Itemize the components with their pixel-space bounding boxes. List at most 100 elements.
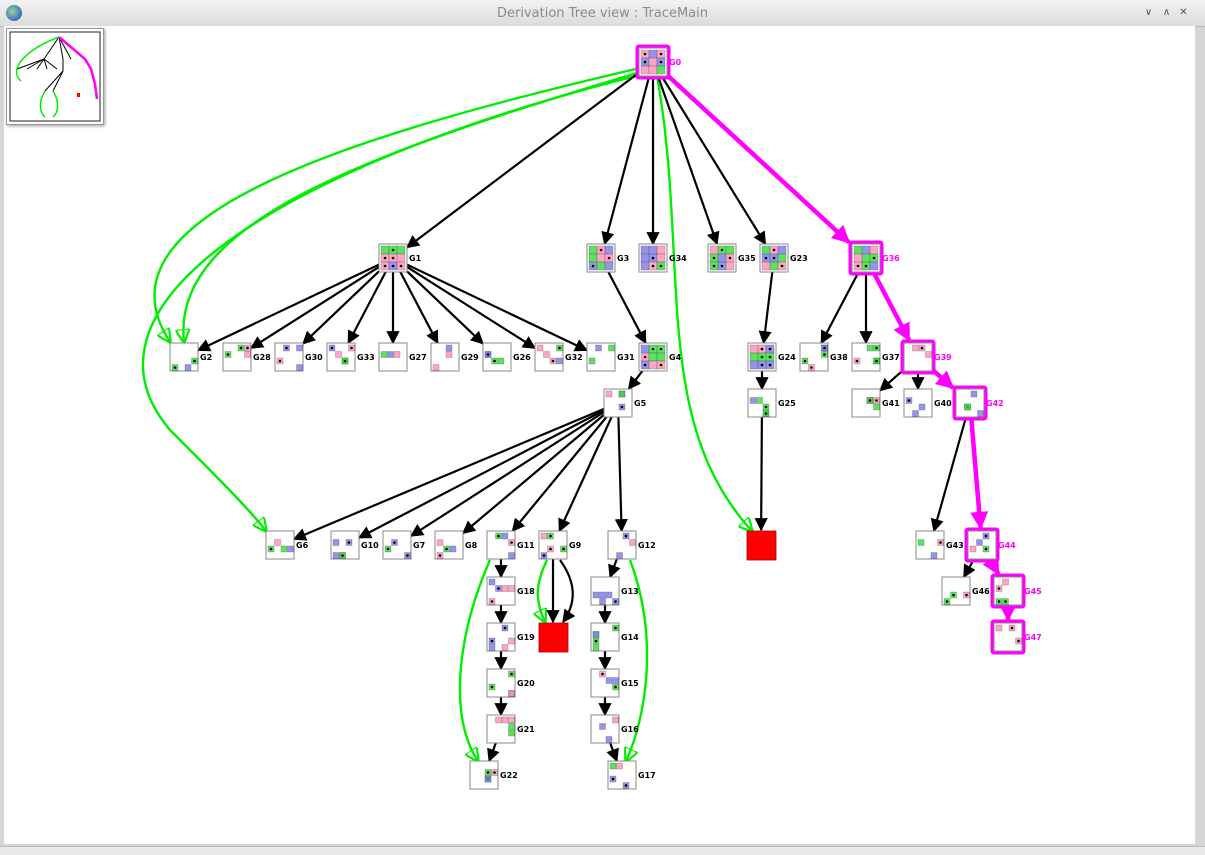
minimize-icon[interactable]: ∨ (1144, 7, 1153, 18)
tree-edge (249, 265, 380, 350)
node-label: G11 (517, 541, 535, 550)
tree-edge (607, 271, 647, 345)
node-g40[interactable]: G40 (903, 388, 952, 418)
node-g7[interactable]: G7 (382, 530, 425, 560)
trace-edge (982, 555, 1001, 576)
node-g14[interactable]: G14 (590, 622, 639, 652)
tree-edge (347, 271, 387, 345)
node-g32[interactable]: G32 (534, 342, 583, 372)
minimap-backlink (52, 90, 59, 118)
node-g45[interactable]: G45 (990, 573, 1042, 609)
node-g29[interactable]: G29 (430, 342, 479, 372)
backlink-edge (183, 70, 641, 342)
tree-edge (930, 418, 967, 533)
node-label: G8 (465, 541, 478, 550)
status-strip (0, 846, 1205, 855)
tree-edge (409, 411, 605, 537)
node-label: G27 (409, 353, 427, 362)
node-g24[interactable]: G24 (747, 342, 796, 372)
node-g9[interactable]: G9 (538, 530, 582, 560)
node-g43[interactable]: G43 (915, 530, 964, 560)
node-g33[interactable]: G33 (326, 342, 375, 372)
backlink-edge (141, 73, 641, 531)
node-label: G41 (882, 399, 900, 408)
close-icon[interactable]: ✕ (1179, 7, 1188, 18)
node-g44[interactable]: G44 (964, 527, 1016, 563)
node-g6[interactable]: G6 (265, 530, 309, 560)
node-label: G31 (617, 353, 635, 362)
node-g26[interactable]: G26 (482, 342, 531, 372)
node-g13[interactable]: G13 (590, 576, 639, 606)
node-g35[interactable]: G35 (707, 243, 756, 273)
node-label: G46 (972, 587, 990, 596)
minimap-edge (16, 58, 45, 70)
tree-edge (196, 263, 380, 352)
trace-edge (969, 418, 989, 530)
node-g21[interactable]: G21 (486, 714, 535, 744)
node-g5[interactable]: G5 (603, 388, 647, 418)
node-g17[interactable]: G17 (607, 760, 656, 790)
backlink-edge (626, 559, 649, 761)
trace-edge (872, 272, 912, 342)
tree-edge (292, 407, 605, 541)
node-label: G18 (517, 587, 535, 596)
node-g4[interactable]: G4 (638, 342, 682, 372)
minimap-viewport (9, 31, 101, 122)
tree-edge (302, 270, 380, 345)
node-g42[interactable]: G42 (952, 385, 1004, 421)
tree-edge (559, 559, 576, 624)
node-g11[interactable]: G11 (486, 530, 535, 560)
node-g23[interactable]: G23 (759, 243, 808, 273)
node-label: G43 (946, 541, 964, 550)
node-g20[interactable]: G20 (486, 668, 535, 698)
dead-end-node[interactable] (746, 530, 777, 561)
node-g22[interactable]: G22 (469, 760, 518, 790)
trace-edge (932, 369, 955, 390)
node-g36[interactable]: G36 (848, 240, 900, 276)
node-g8[interactable]: G8 (434, 530, 478, 560)
node-g2[interactable]: G2 (169, 342, 212, 372)
minimap[interactable] (6, 28, 104, 125)
tree-edge (754, 416, 768, 532)
node-g3[interactable]: G3 (586, 243, 629, 273)
node-g41[interactable]: G41 (851, 388, 900, 418)
dead-end-node[interactable] (538, 622, 569, 653)
node-g1[interactable]: G1 (378, 243, 422, 273)
node-g28[interactable]: G28 (222, 342, 271, 372)
node-g0[interactable]: G0 (635, 44, 682, 80)
node-label: G20 (517, 679, 535, 688)
node-g31[interactable]: G31 (586, 342, 635, 372)
node-label: G3 (617, 254, 629, 263)
node-g39[interactable]: G39 (900, 339, 952, 375)
node-g38[interactable]: G38 (799, 342, 848, 372)
trace-highlight (964, 527, 1000, 563)
minimap-backlink (15, 36, 60, 82)
node-g30[interactable]: G30 (274, 342, 323, 372)
node-label: G26 (513, 353, 531, 362)
node-label: G15 (621, 679, 639, 688)
node-g15[interactable]: G15 (590, 668, 639, 698)
node-g27[interactable]: G27 (378, 342, 427, 372)
node-label: G19 (517, 633, 535, 642)
node-g47[interactable]: G47 (990, 619, 1042, 655)
node-g37[interactable]: G37 (851, 342, 900, 372)
node-g16[interactable]: G16 (590, 714, 639, 744)
node-g18[interactable]: G18 (486, 576, 535, 606)
backlink-edge (655, 75, 752, 531)
node-g25[interactable]: G25 (747, 388, 796, 418)
tree-edge (606, 742, 619, 763)
minimap-edge (43, 58, 48, 70)
node-g34[interactable]: G34 (638, 243, 687, 273)
node-label: G35 (738, 254, 756, 263)
node-g19[interactable]: G19 (486, 622, 535, 652)
tree-edge (820, 273, 859, 345)
node-label: G4 (669, 353, 682, 362)
trace-highlight (990, 619, 1026, 655)
maximize-icon[interactable]: ∧ (1162, 7, 1171, 18)
node-label: G6 (296, 541, 309, 550)
node-g10[interactable]: G10 (330, 530, 379, 560)
node-g12[interactable]: G12 (607, 530, 656, 560)
node-g46[interactable]: G46 (941, 576, 990, 606)
node-label: G29 (461, 353, 479, 362)
